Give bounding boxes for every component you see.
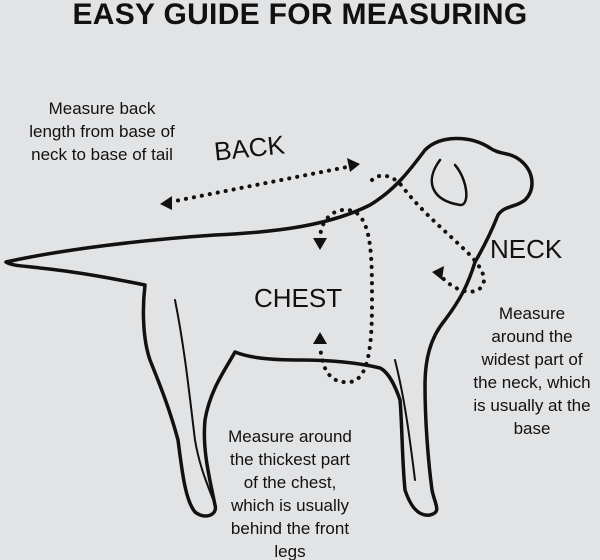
chest-measure-dots <box>318 207 375 385</box>
front-leg-inner <box>394 359 416 481</box>
neck-arrow-icon <box>432 266 444 280</box>
dog-outline <box>4 136 534 518</box>
back-arrow-left-icon <box>160 196 172 210</box>
neck-instruction: Measure around the widest part of the ne… <box>473 304 591 438</box>
chest-instruction: Measure around the thickest part of the … <box>228 427 352 560</box>
neck-label: NECK <box>490 234 563 264</box>
hind-leg-inner <box>174 299 216 506</box>
back-measure-dots <box>168 164 354 204</box>
back-arrow-right-icon <box>347 158 360 172</box>
neck-measure-dots <box>370 173 486 294</box>
back-instruction: Measure back length from base of neck to… <box>29 99 175 164</box>
chest-label: CHEST <box>254 283 343 313</box>
chest-arrow-bottom-icon <box>313 332 327 344</box>
guide-title: EASY GUIDE FOR MEASURING <box>72 0 528 31</box>
dog-ear <box>430 158 468 207</box>
chest-arrow-top-icon <box>313 238 327 250</box>
